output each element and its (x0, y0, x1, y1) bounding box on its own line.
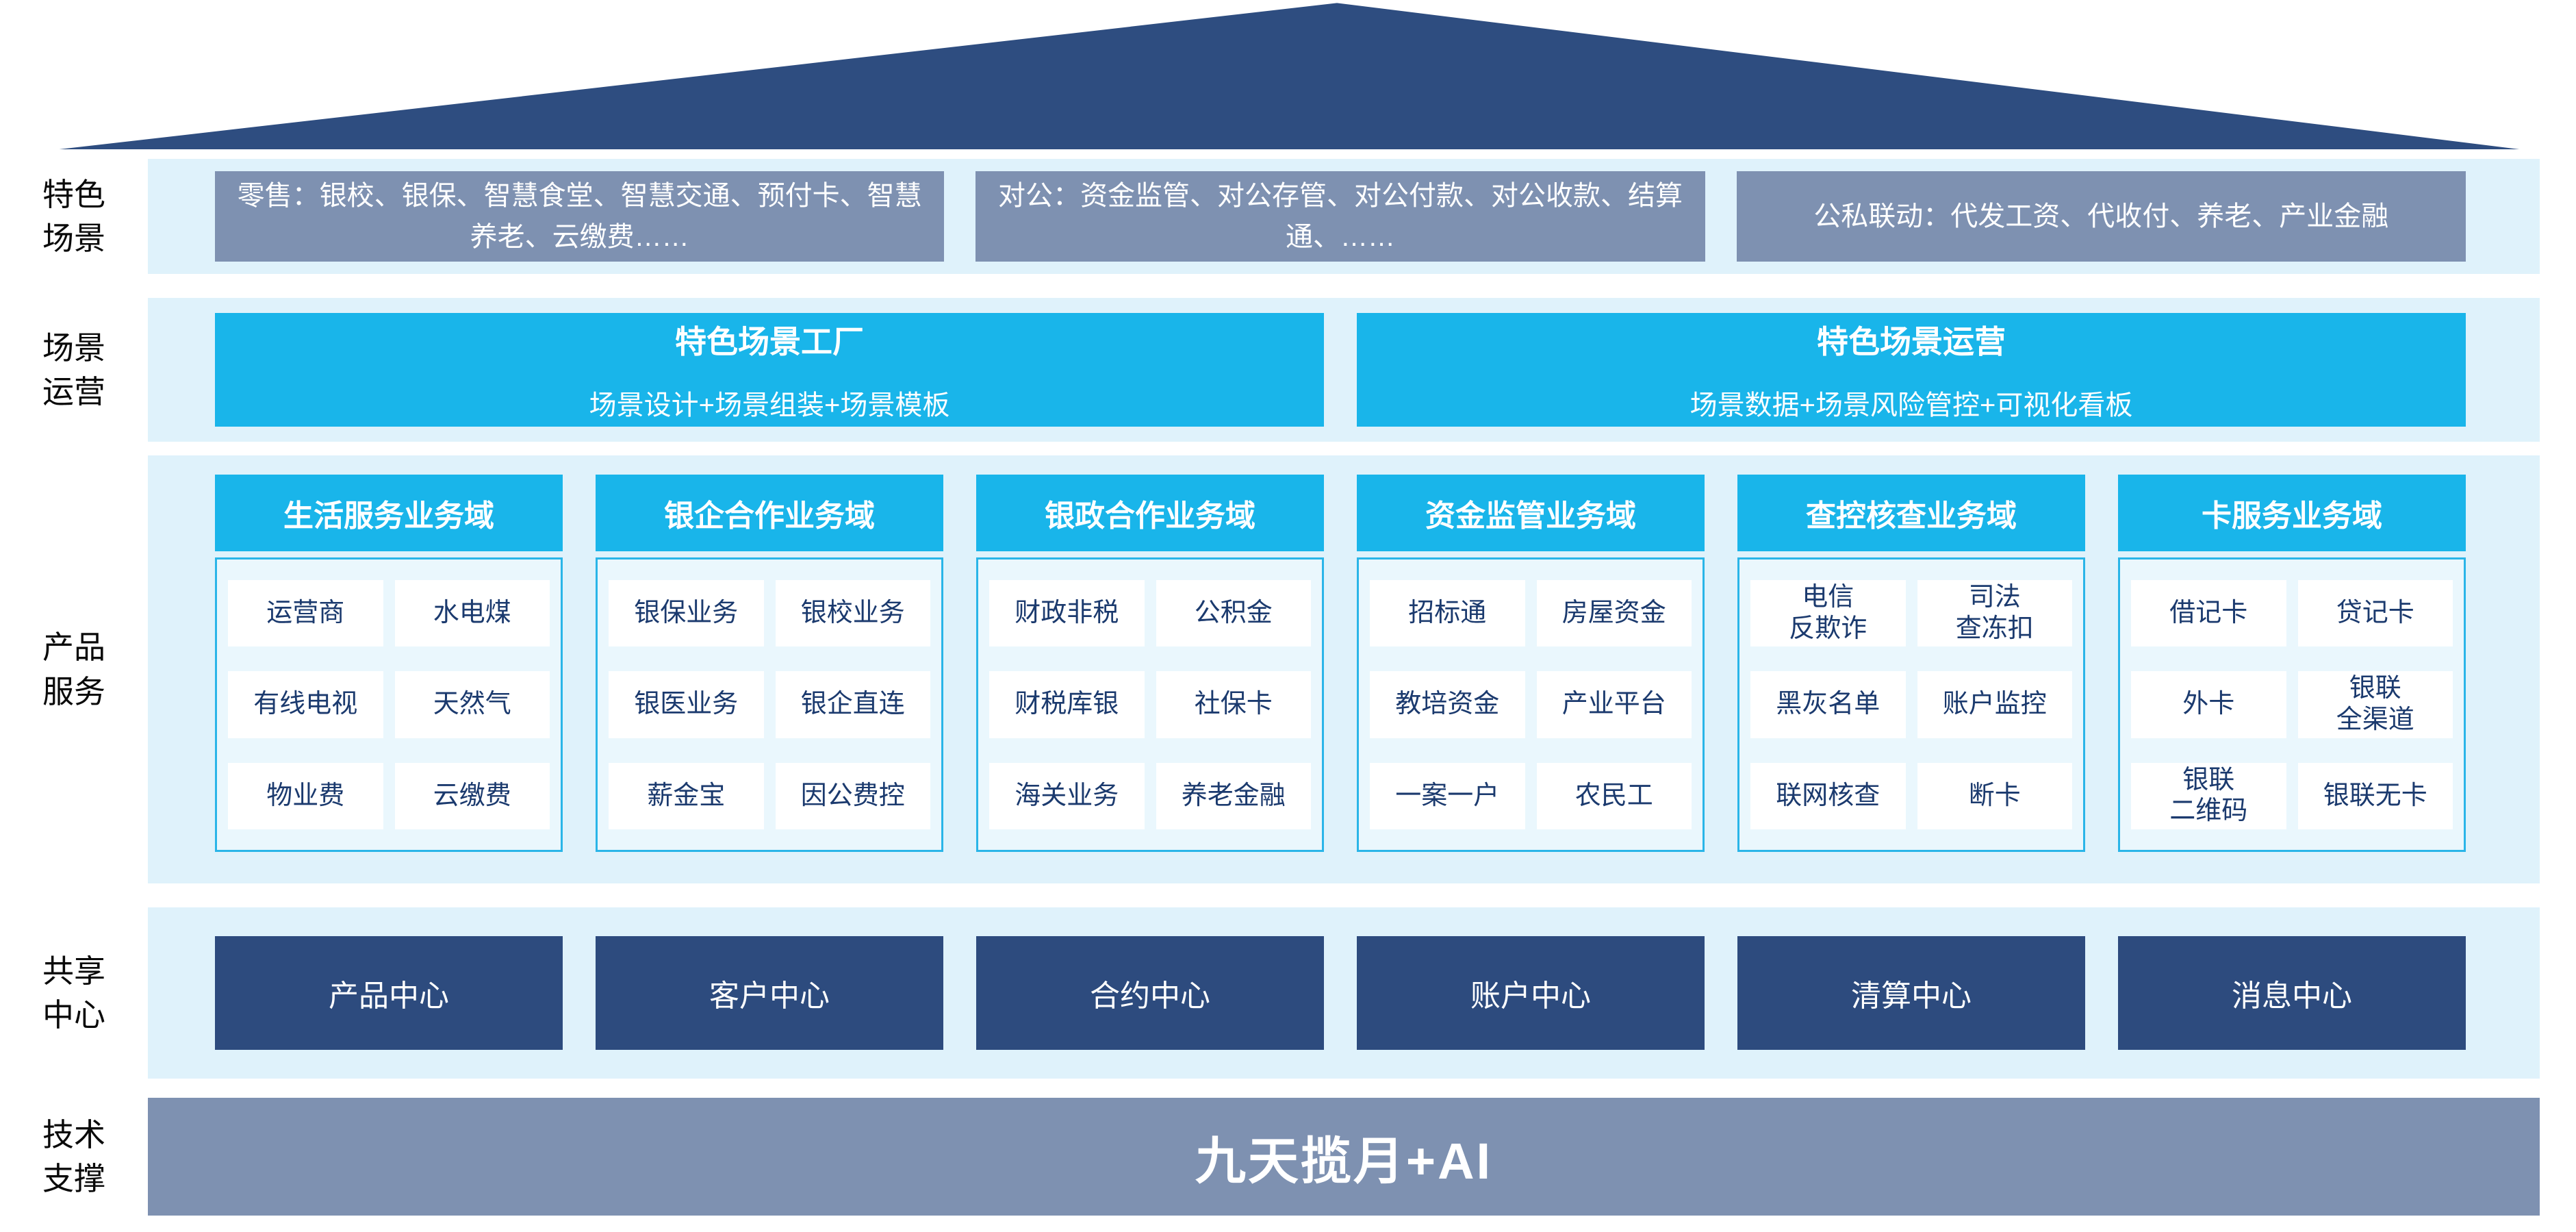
scene-box-corporate: 对公：资金监管、对公存管、对公付款、对公收款、结算通、…… (975, 171, 1705, 262)
product-item: 银联 二维码 (2131, 762, 2286, 829)
scene-box-retail: 零售：银校、银保、智慧食堂、智慧交通、预付卡、智慧养老、云缴费…… (215, 171, 945, 262)
column-header: 银政合作业务域 (976, 475, 1324, 551)
product-item: 银校业务 (775, 580, 930, 647)
product-item: 断卡 (1917, 762, 2072, 829)
scene-operations-band: 特色场景工厂 场景设计+场景组装+场景模板 特色场景运营 场景数据+场景风险管控… (148, 298, 2540, 442)
panel-subtitle: 场景数据+场景风险管控+可视化看板 (1689, 390, 2133, 420)
product-column-card-services: 卡服务业务域 借记卡 贷记卡 外卡 银联 全渠道 银联 二维码 银联无卡 (2118, 475, 2466, 852)
panel-scene-factory: 特色场景工厂 场景设计+场景组装+场景模板 (215, 313, 1324, 427)
panel-scene-operation: 特色场景运营 场景数据+场景风险管控+可视化看板 (1357, 313, 2466, 427)
product-item: 海关业务 (989, 762, 1145, 829)
product-item: 银联 全渠道 (2297, 671, 2453, 738)
row-tech-support: 技术 支撑 九天揽月+AI (0, 1098, 2540, 1216)
diagram-rows: 特色 场景 零售：银校、银保、智慧食堂、智慧交通、预付卡、智慧养老、云缴费…… … (0, 159, 2540, 1216)
product-item: 天然气 (394, 671, 550, 738)
panel-title: 特色场景工厂 (675, 324, 864, 360)
product-item: 银医业务 (609, 671, 764, 738)
product-item: 房屋资金 (1536, 580, 1692, 647)
panel-subtitle: 场景设计+场景组装+场景模板 (589, 390, 950, 420)
column-body: 财政非税 公积金 财税库银 社保卡 海关业务 养老金融 (976, 557, 1324, 852)
column-header: 银企合作业务域 (596, 475, 943, 551)
product-item: 贷记卡 (2297, 580, 2453, 647)
center-box-contract: 合约中心 (976, 936, 1324, 1050)
product-item: 一案一户 (1370, 762, 1525, 829)
product-item: 借记卡 (2131, 580, 2286, 647)
column-header: 生活服务业务域 (215, 475, 563, 551)
column-header: 查控核查业务域 (1737, 475, 2085, 551)
column-body: 电信 反欺诈 司法 查冻扣 黑灰名单 账户监控 联网核查 断卡 (1737, 557, 2085, 852)
product-item: 云缴费 (394, 762, 550, 829)
product-item: 产业平台 (1536, 671, 1692, 738)
featured-scenes-band: 零售：银校、银保、智慧食堂、智慧交通、预付卡、智慧养老、云缴费…… 对公：资金监… (148, 159, 2540, 274)
product-column-life-services: 生活服务业务域 运营商 水电煤 有线电视 天然气 物业费 云缴费 (215, 475, 563, 852)
product-item: 有线电视 (228, 671, 383, 738)
tech-support-banner: 九天揽月+AI (148, 1098, 2540, 1216)
product-item: 物业费 (228, 762, 383, 829)
column-body: 银保业务 银校业务 银医业务 银企直连 薪金宝 因公费控 (596, 557, 943, 852)
product-item: 财税库银 (989, 671, 1145, 738)
row-label-scene-operations: 场景 运营 (42, 329, 105, 410)
shared-centers-band: 产品中心 客户中心 合约中心 账户中心 清算中心 消息中心 (148, 907, 2540, 1079)
product-column-bank-enterprise: 银企合作业务域 银保业务 银校业务 银医业务 银企直连 薪金宝 因公费控 (596, 475, 943, 852)
center-box-account: 账户中心 (1357, 936, 1705, 1050)
product-column-fund-supervision: 资金监管业务域 招标通 房屋资金 教培资金 产业平台 一案一户 农民工 (1357, 475, 1705, 852)
product-item: 养老金融 (1156, 762, 1311, 829)
product-item: 教培资金 (1370, 671, 1525, 738)
product-column-inspection-verification: 查控核查业务域 电信 反欺诈 司法 查冻扣 黑灰名单 账户监控 联网核查 断卡 (1737, 475, 2085, 852)
scene-box-public-private: 公私联动：代发工资、代收付、养老、产业金融 (1736, 171, 2466, 262)
panel-title: 特色场景运营 (1817, 324, 2006, 360)
product-item: 电信 反欺诈 (1750, 580, 1906, 647)
center-box-message: 消息中心 (2118, 936, 2466, 1050)
product-item: 黑灰名单 (1750, 671, 1906, 738)
product-item: 银企直连 (775, 671, 930, 738)
column-body: 运营商 水电煤 有线电视 天然气 物业费 云缴费 (215, 557, 563, 852)
center-box-product: 产品中心 (215, 936, 563, 1050)
product-services-band: 生活服务业务域 运营商 水电煤 有线电视 天然气 物业费 云缴费 银企合作业务域… (148, 455, 2540, 883)
product-item: 公积金 (1156, 580, 1311, 647)
column-body: 借记卡 贷记卡 外卡 银联 全渠道 银联 二维码 银联无卡 (2118, 557, 2466, 852)
column-body: 招标通 房屋资金 教培资金 产业平台 一案一户 农民工 (1357, 557, 1705, 852)
product-item: 财政非税 (989, 580, 1145, 647)
product-item: 司法 查冻扣 (1917, 580, 2072, 647)
row-scene-operations: 场景 运营 特色场景工厂 场景设计+场景组装+场景模板 特色场景运营 场景数据+… (0, 298, 2540, 442)
product-item: 社保卡 (1156, 671, 1311, 738)
product-item: 银保业务 (609, 580, 764, 647)
product-item: 运营商 (228, 580, 383, 647)
product-item: 薪金宝 (609, 762, 764, 829)
center-box-clearing: 清算中心 (1737, 936, 2085, 1050)
column-header: 资金监管业务域 (1357, 475, 1705, 551)
product-item: 联网核查 (1750, 762, 1906, 829)
row-label-featured-scenes: 特色 场景 (42, 176, 105, 256)
center-box-customer: 客户中心 (596, 936, 943, 1050)
row-featured-scenes: 特色 场景 零售：银校、银保、智慧食堂、智慧交通、预付卡、智慧养老、云缴费…… … (0, 159, 2540, 274)
column-header: 卡服务业务域 (2118, 475, 2466, 551)
row-label-tech-support: 技术 支撑 (42, 1116, 105, 1196)
product-item: 外卡 (2131, 671, 2286, 738)
product-item: 农民工 (1536, 762, 1692, 829)
row-label-product-services: 产品 服务 (42, 629, 105, 709)
row-shared-centers: 共享 中心 产品中心 客户中心 合约中心 账户中心 清算中心 消息中心 (0, 907, 2540, 1079)
product-item: 因公费控 (775, 762, 930, 829)
product-item: 银联无卡 (2297, 762, 2453, 829)
product-item: 招标通 (1370, 580, 1525, 647)
platform-roof (59, 3, 2520, 149)
product-item: 水电煤 (394, 580, 550, 647)
row-product-services: 产品 服务 生活服务业务域 运营商 水电煤 有线电视 天然气 物业费 云缴费 银… (0, 455, 2540, 883)
row-label-shared-centers: 共享 中心 (42, 953, 105, 1033)
product-item: 账户监控 (1917, 671, 2072, 738)
product-column-bank-government: 银政合作业务域 财政非税 公积金 财税库银 社保卡 海关业务 养老金融 (976, 475, 1324, 852)
